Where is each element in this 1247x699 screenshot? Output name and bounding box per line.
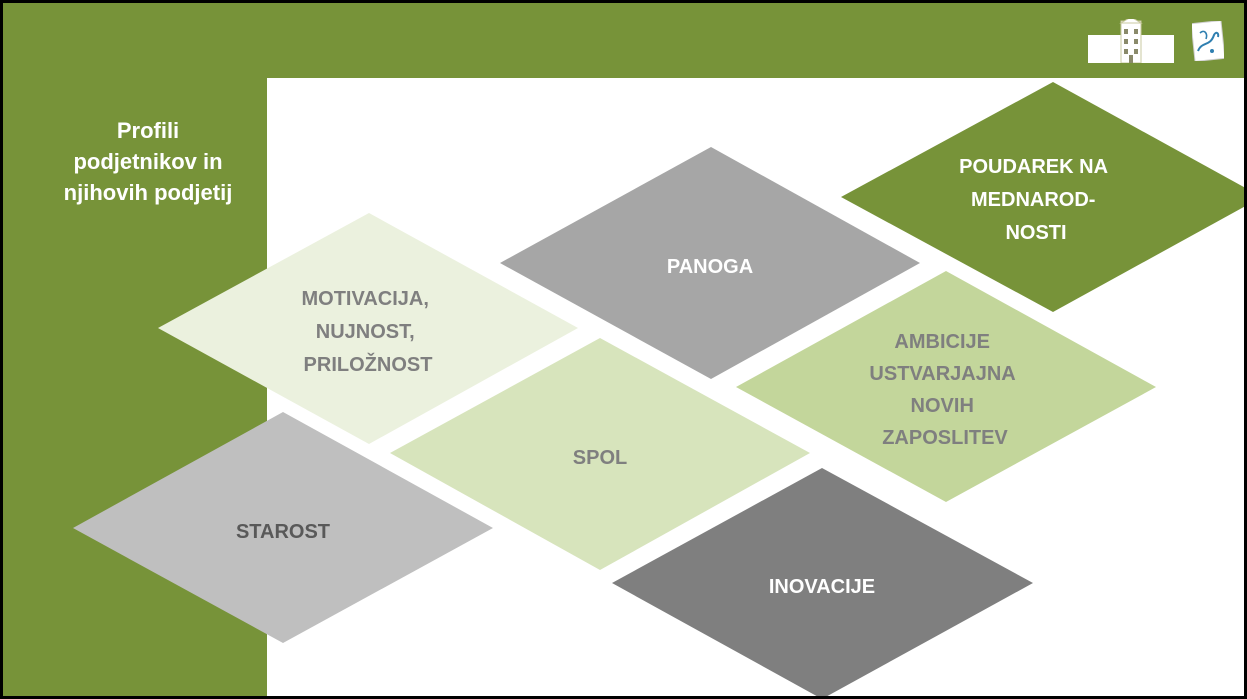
diamond-ambicije-label: AMBICIJE USTVARJAJNA NOVIH ZAPOSLITEV (869, 331, 1020, 449)
diamond-motivacija-shape (158, 213, 578, 444)
diamond-ambicije-shape (736, 271, 1156, 502)
diamond-motivacija-label: MOTIVACIJA, NUJNOST, PRILOŽNOST (302, 288, 435, 376)
diamond-panoga-shape (500, 147, 920, 379)
diamond-inovacije-shape (612, 468, 1033, 696)
diamond-starost-shape (73, 412, 493, 643)
faculty-emblem-icon (1192, 21, 1224, 61)
diamond-motivacija: MOTIVACIJA, NUJNOST, PRILOŽNOST (158, 213, 578, 444)
diamond-spol-label: SPOL (573, 447, 627, 469)
logos (1088, 19, 1224, 63)
diamond-poudarek-shape (841, 82, 1244, 312)
building-logo-icon (1088, 19, 1174, 63)
diamond-spol: SPOL (390, 338, 810, 570)
diamond-panoga-label: PANOGA (667, 256, 753, 278)
diamond-inovacije-label: INOVACIJE (769, 576, 875, 598)
diamond-ambicije: AMBICIJE USTVARJAJNA NOVIH ZAPOSLITEV (736, 271, 1156, 502)
diamond-spol-shape (390, 338, 810, 570)
diamond-inovacije: INOVACIJE (612, 468, 1033, 696)
diamond-poudarek: POUDAREK NA MEDNAROD- NOSTI (841, 82, 1244, 312)
diamond-starost-label: STAROST (236, 521, 330, 543)
diamond-diagram: POUDAREK NA MEDNAROD- NOSTI PANOGA MOTIV… (73, 82, 1244, 696)
slide-title: Profili podjetnikov in njihovih podjetij (63, 118, 233, 205)
diamond-panoga: PANOGA (500, 147, 920, 379)
diamond-starost: STAROST (73, 412, 493, 643)
diamond-poudarek-label: POUDAREK NA MEDNAROD- NOSTI (959, 156, 1113, 244)
